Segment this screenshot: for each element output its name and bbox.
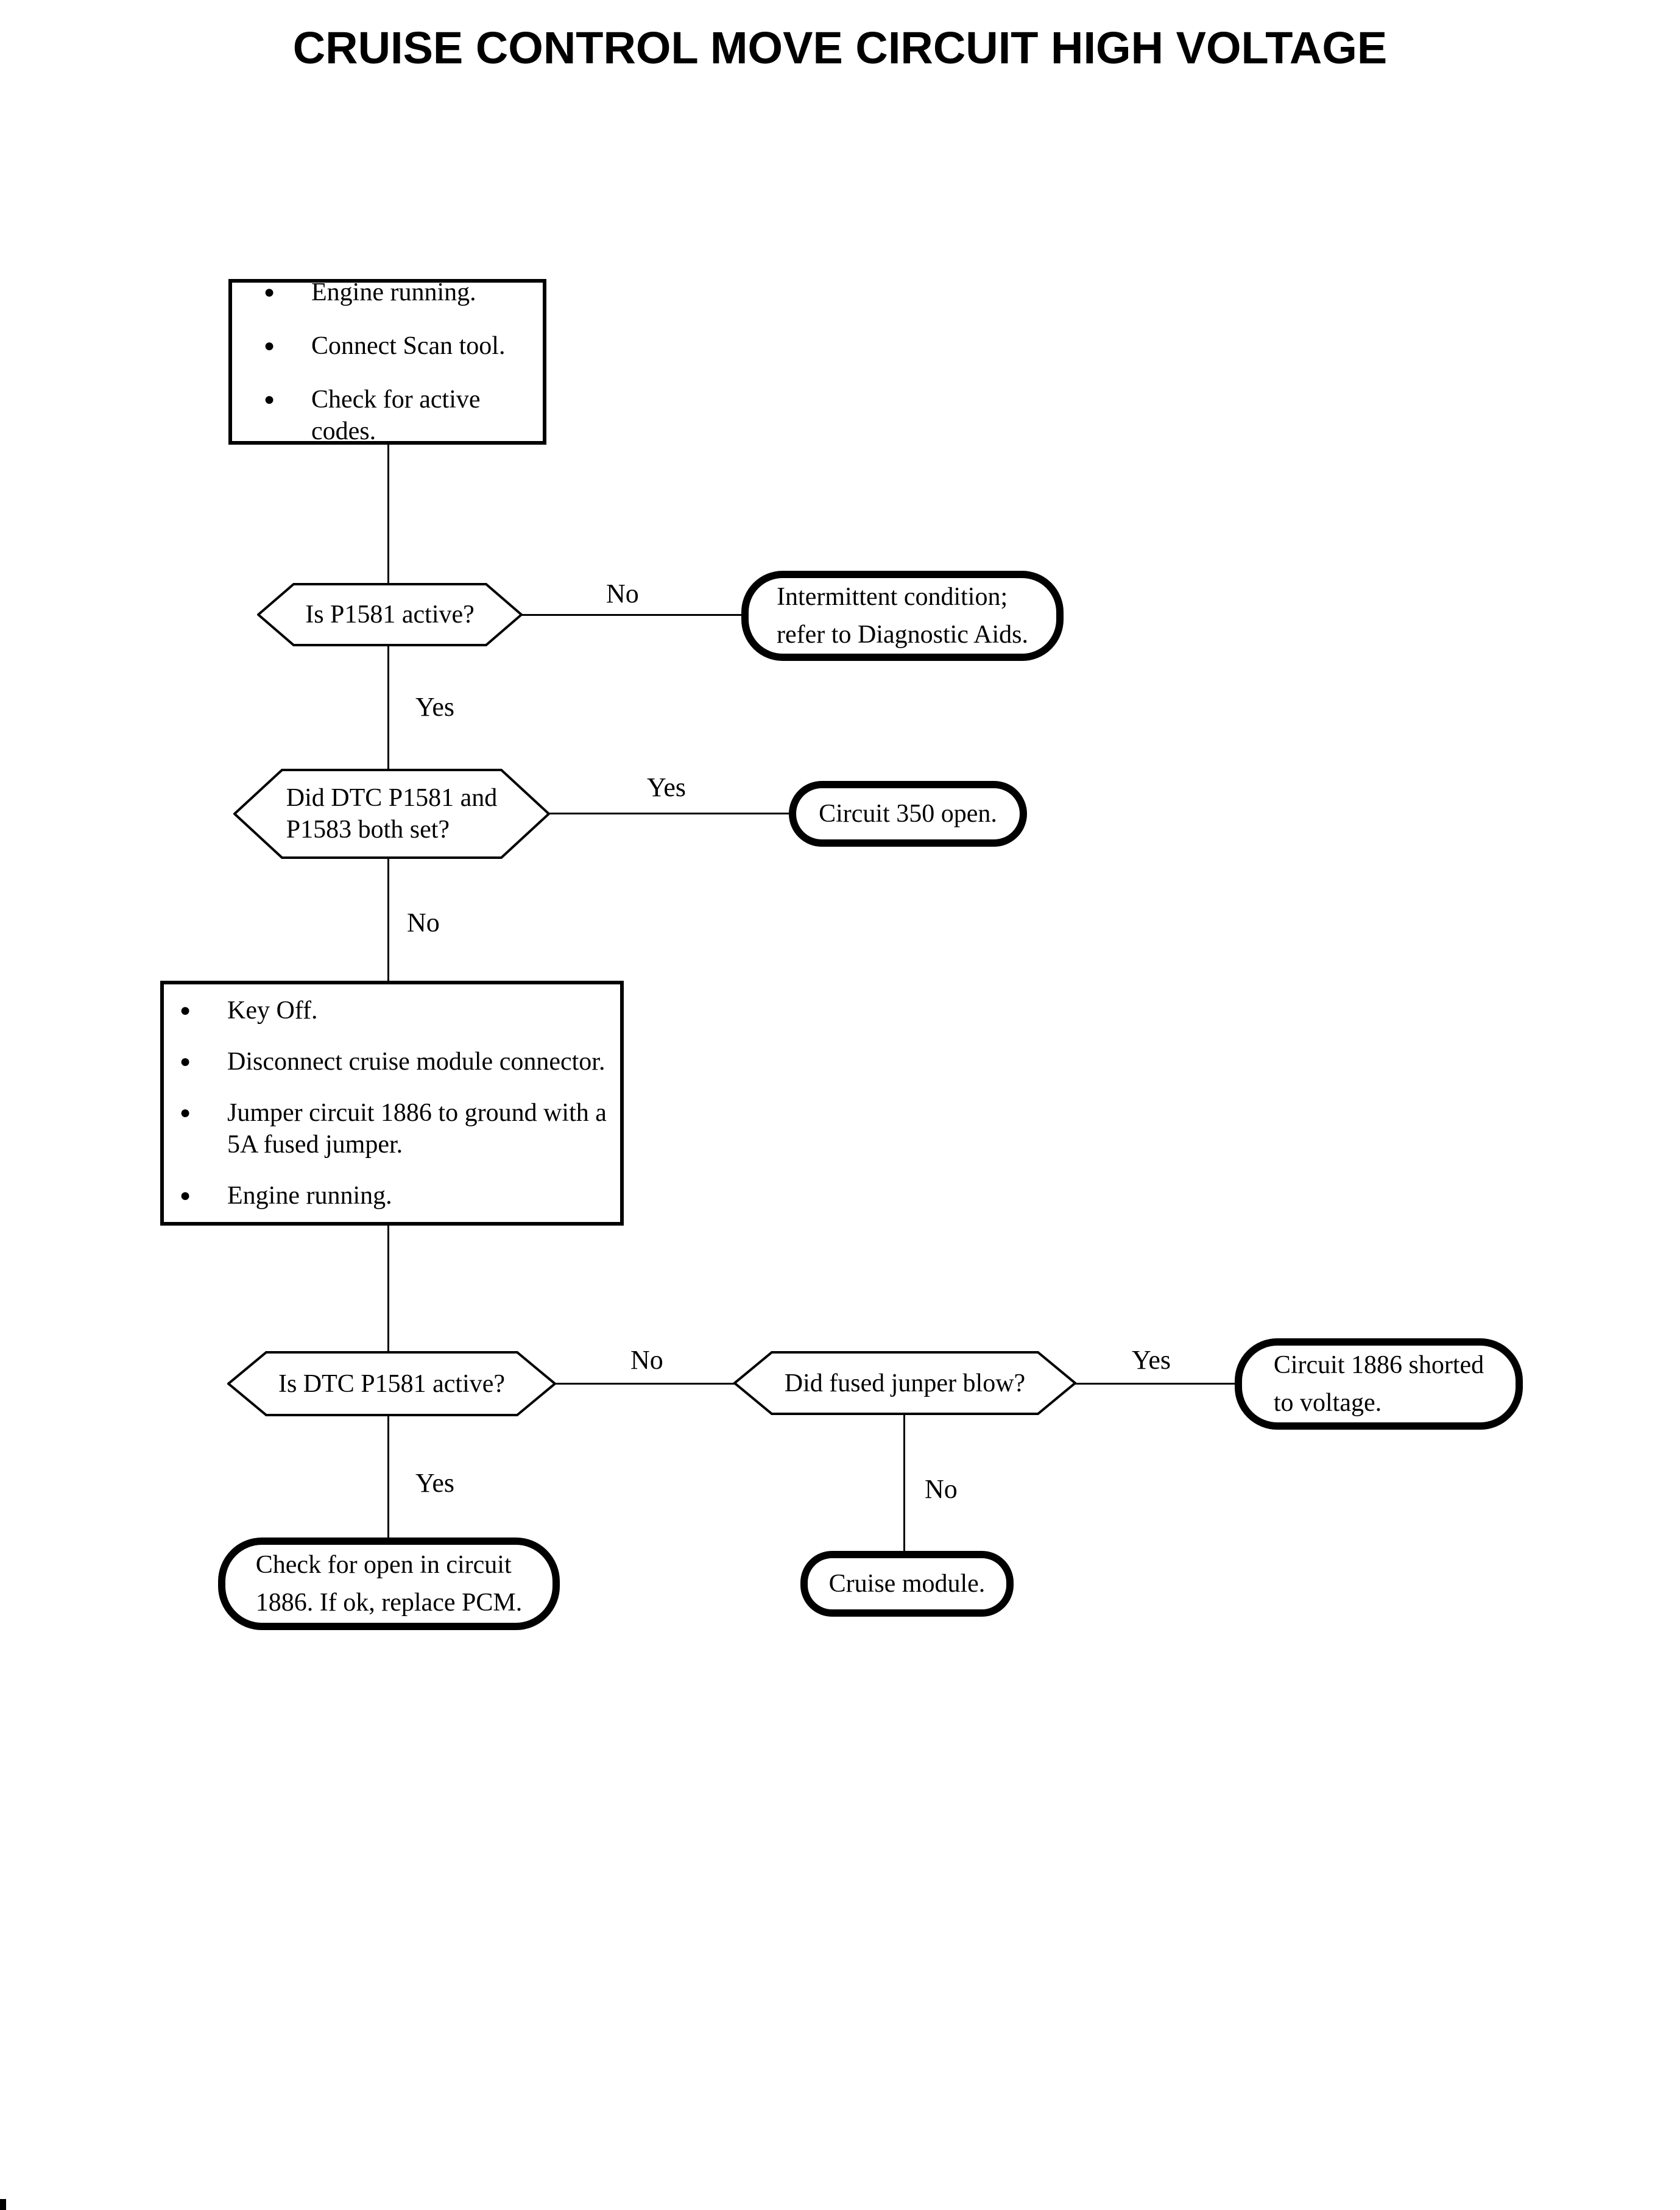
decision-text: Is DTC P1581 active?	[278, 1369, 506, 1398]
connector-d4-no	[903, 1414, 905, 1552]
terminal-text-line: Check for open in circuit	[255, 1551, 512, 1579]
terminal-text-line: Circuit 350 open.	[819, 800, 997, 828]
bullet-item: ● Disconnect cruise module connector.	[180, 1046, 612, 1078]
connector-d2-yes	[548, 813, 791, 814]
edge-label-no: No	[606, 579, 639, 609]
connector-start-to-d1	[387, 445, 389, 584]
hexagon-shape	[257, 583, 523, 646]
connector-d2-no	[387, 858, 389, 982]
start-box: ● Engine running. ● Connect Scan tool. ●…	[228, 277, 546, 447]
process-box: ● Key Off. ● Disconnect cruise module co…	[160, 981, 624, 1226]
bullet-item: ● Connect Scan tool.	[264, 330, 531, 362]
edge-label-yes: Yes	[1132, 1345, 1171, 1375]
terminal-text-line: Intermittent condition;	[777, 583, 1008, 611]
connector-d3-no	[555, 1383, 735, 1385]
page-title: CRUISE CONTROL MOVE CIRCUIT HIGH VOLTAGE	[292, 23, 1388, 73]
edge-label-no: No	[407, 908, 440, 937]
hexagon-shape	[233, 769, 550, 859]
edge-label-yes: Yes	[647, 772, 686, 802]
bullet-item: ● Engine running.	[264, 277, 531, 308]
edge-label-no: No	[925, 1474, 958, 1504]
decision-text: Did fused junper blow?	[784, 1369, 1026, 1397]
bullet-icon: ●	[180, 1185, 191, 1206]
edge-label-yes: Yes	[415, 692, 455, 722]
terminal-text-line: Circuit 1886 shorted	[1273, 1351, 1484, 1379]
decision-is-p1581-active: Is P1581 active?	[257, 583, 523, 646]
bullet-icon: ●	[264, 336, 275, 356]
hexagon-shape	[733, 1351, 1076, 1415]
decision-text-line: P1583 both set?	[286, 816, 450, 844]
bullet-icon: ●	[180, 1051, 191, 1071]
bullet-text: Disconnect cruise module connector.	[227, 1048, 605, 1076]
page-artifact-mark	[0, 2199, 6, 2210]
terminal-cruise-module: Cruise module.	[800, 1551, 1014, 1617]
terminal-intermittent-condition: Intermittent condition; refer to Diagnos…	[741, 571, 1064, 661]
terminal-circuit-350-open: Circuit 350 open.	[789, 781, 1027, 847]
terminal-check-for-open: Check for open in circuit 1886. If ok, r…	[218, 1537, 560, 1630]
connector-d3-yes	[387, 1415, 389, 1539]
bullet-text: Jumper circuit 1886 to ground with a 5A …	[227, 1097, 607, 1160]
connector-d4-yes	[1075, 1383, 1237, 1385]
decision-did-both-set: Did DTC P1581 and P1583 both set?	[233, 769, 550, 859]
bullet-text-line: Jumper circuit 1886 to ground with a	[227, 1099, 607, 1127]
decision-is-dtc-p1581-active: Is DTC P1581 active?	[227, 1351, 556, 1416]
terminal-text-line: Cruise module.	[828, 1570, 986, 1598]
bullet-item: ● Engine running.	[180, 1180, 612, 1212]
bullet-item: ● Check for active codes.	[264, 384, 531, 447]
bullet-item: ● Key Off.	[180, 995, 612, 1026]
decision-text-line: Did DTC P1581 and	[286, 784, 498, 812]
terminal-circuit-1886-shorted: Circuit 1886 shorted to voltage.	[1235, 1338, 1523, 1430]
bullet-text: Engine running.	[311, 278, 476, 306]
connector-d1-no	[521, 614, 743, 616]
terminal-text-line: 1886. If ok, replace PCM.	[255, 1589, 523, 1617]
decision-did-fused-junper-blow: Did fused junper blow?	[733, 1351, 1076, 1415]
connector-d1-yes	[387, 646, 389, 770]
edge-label-yes: Yes	[415, 1468, 455, 1498]
terminal-text-line: refer to Diagnostic Aids.	[777, 621, 1028, 649]
bullet-text: Connect Scan tool.	[311, 332, 506, 360]
terminal-text-line: to voltage.	[1273, 1389, 1382, 1417]
hexagon-shape	[227, 1351, 556, 1416]
bullet-icon: ●	[264, 282, 275, 302]
edge-label-no: No	[630, 1345, 663, 1375]
bullet-icon: ●	[180, 1103, 191, 1123]
decision-text: Is P1581 active?	[305, 601, 475, 629]
bullet-text: Check for active codes.	[311, 386, 481, 445]
bullet-text: Key Off.	[227, 997, 318, 1025]
bullet-icon: ●	[264, 389, 275, 409]
bullet-item: ● Jumper circuit 1886 to ground with a 5…	[180, 1097, 612, 1160]
connector-process-to-d3	[387, 1224, 389, 1352]
bullet-text-line: 5A fused jumper.	[227, 1131, 403, 1159]
bullet-icon: ●	[180, 1000, 191, 1020]
bullet-text: Engine running.	[227, 1182, 392, 1210]
